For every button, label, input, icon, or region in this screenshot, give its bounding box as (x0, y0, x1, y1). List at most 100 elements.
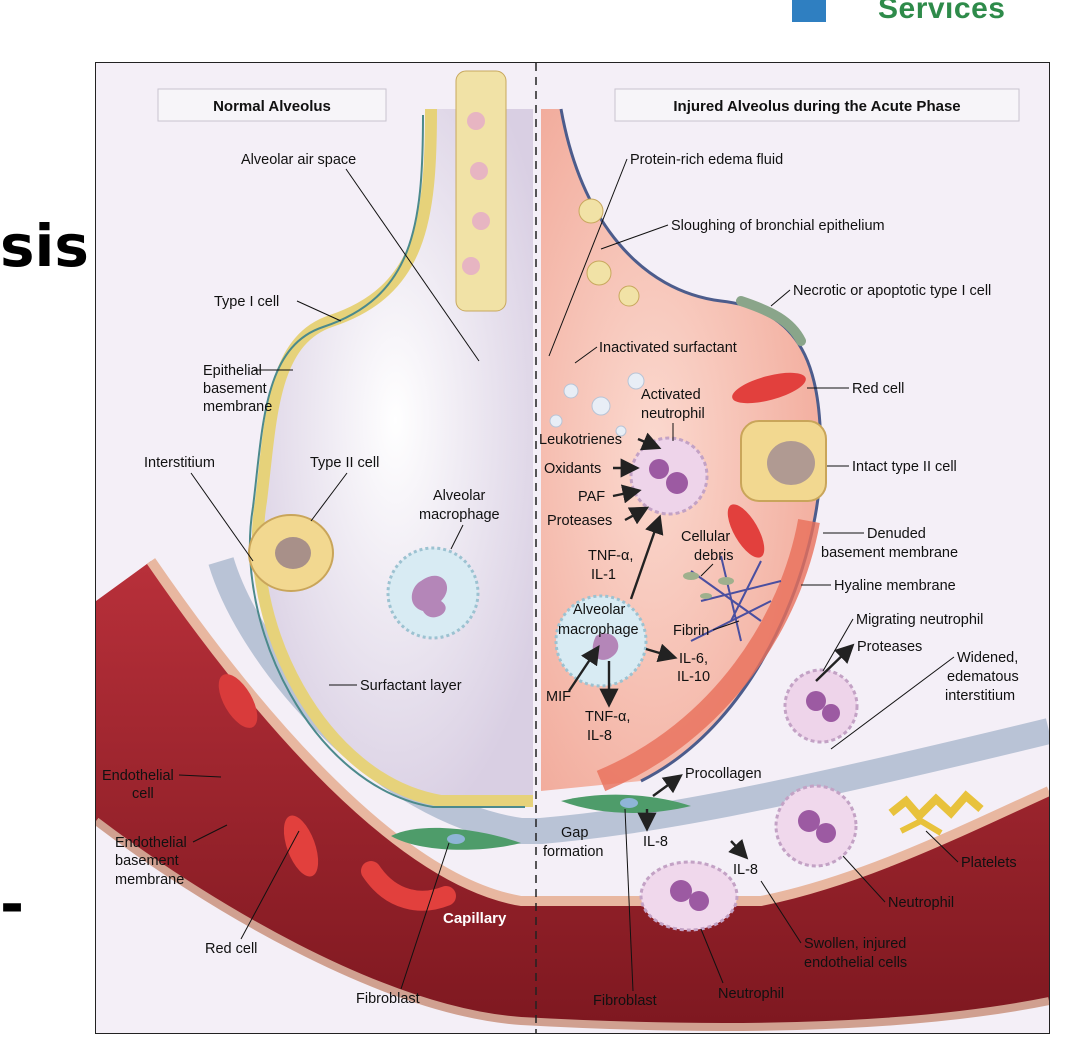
alveolus-diagram: Normal Alveolus Injured Alveolus during … (96, 63, 1049, 1033)
arrow-leukotrienes (637, 432, 662, 451)
red-cell-right (732, 372, 806, 404)
neutrophil-nucleus-lobe (670, 880, 692, 902)
label-alveolar-air-space: Alveolar air space (241, 152, 356, 168)
label-red-cell-left: Red cell (205, 941, 257, 957)
leader-line (624, 808, 634, 992)
label-activated-neutrophil-1: Activated (641, 387, 701, 403)
neutrophil-nucleus-lobe (798, 810, 820, 832)
leader-line (600, 224, 669, 250)
neutrophil-nucleus-lobe (816, 823, 836, 843)
bronchial-cell-nucleus (472, 212, 490, 230)
type1-epithelium (251, 108, 533, 807)
label-endothelial-cell-1: Endothelial (102, 768, 174, 784)
brand-logo-block (792, 0, 826, 22)
label-alv-macrophage-1: Alveolar (433, 488, 486, 504)
platelets (899, 817, 943, 836)
surfactant-bubble (563, 383, 579, 399)
label-neutrophil-1: Neutrophil (888, 895, 954, 911)
neutrophil-nucleus-lobe (649, 459, 669, 479)
label-platelets: Platelets (961, 855, 1017, 871)
red-cell (361, 861, 456, 911)
leader-line (400, 842, 450, 990)
label-tnf-il8-1: TNF-α, (585, 709, 630, 725)
leader-line (450, 524, 464, 550)
label-procollagen: Procollagen (685, 766, 762, 782)
label-endo-bm-1: Endothelial (115, 835, 187, 851)
red-cell-right (727, 504, 765, 558)
bronchial-cell-nucleus (467, 112, 485, 130)
leader-line (574, 346, 598, 364)
label-endothelial-cell-2: cell (132, 786, 154, 802)
arrow-il6 (645, 643, 678, 663)
arrow-tnf-il1 (629, 514, 664, 600)
cellular-debris (700, 593, 712, 599)
label-oxidants: Oxidants (544, 461, 601, 477)
platelets (888, 790, 984, 822)
leader-line (310, 472, 348, 522)
leader-line (830, 656, 955, 750)
capillary-label: Capillary (443, 910, 507, 927)
surfactant-bubble (549, 414, 563, 428)
arrow-proteases (624, 506, 650, 525)
label-epithelial-bm-3: membrane (203, 399, 272, 415)
slide-title-fragment: sis (0, 212, 89, 280)
header-left-box (157, 88, 387, 122)
capillary (96, 561, 1049, 1027)
leader-line (548, 158, 628, 357)
label-hyaline-membrane: Hyaline membrane (834, 578, 956, 594)
neutrophil-nucleus-lobe (806, 691, 826, 711)
label-swollen-2: endothelial cells (804, 955, 907, 971)
label-widened-2: edematous (947, 669, 1019, 685)
label-il6-1: IL-6, (679, 651, 708, 667)
label-inactivated-surfactant: Inactivated surfactant (599, 340, 737, 356)
label-surfactant-layer: Surfactant layer (360, 678, 462, 694)
label-cellular-debris-1: Cellular (681, 529, 730, 545)
label-alv-macrophage-2: macrophage (419, 507, 500, 523)
label-widened-3: interstitium (945, 688, 1015, 704)
slide-dash-fragment: - (0, 870, 25, 938)
label-alv-macrophage-r-2: macrophage (558, 622, 639, 638)
bronchial-epithelium-left (455, 70, 507, 312)
label-tnf-il1-2: IL-1 (591, 567, 616, 583)
neutrophil-nucleus-lobe (822, 704, 840, 722)
leader-line (700, 563, 714, 577)
label-il6-2: IL-10 (677, 669, 710, 685)
header-left: Normal Alveolus (213, 98, 331, 115)
label-cellular-debris-2: debris (694, 548, 734, 564)
necrotic-type1-cell (736, 296, 806, 346)
epithelial-bm-line (248, 114, 525, 808)
bronchial-cell-nucleus (470, 162, 488, 180)
label-swollen-1: Swollen, injured (804, 936, 906, 952)
label-widened-1: Widened, (957, 650, 1018, 666)
fibroblast-nucleus (620, 798, 638, 808)
leader-line (345, 168, 480, 362)
bronchial-cell-nucleus (462, 257, 480, 275)
arrow-proteases-2 (815, 643, 855, 682)
header-right-box (614, 88, 1020, 122)
cellular-debris (718, 577, 734, 585)
macrophage-nucleus (411, 575, 448, 618)
label-fibroblast-left: Fibroblast (356, 991, 420, 1007)
label-endo-bm-3: membrane (115, 872, 184, 888)
leader-line (770, 289, 791, 307)
label-type1-cell: Type I cell (214, 294, 279, 310)
label-denuded-bm-1: Denuded (867, 526, 926, 542)
leader-line (842, 855, 886, 903)
label-proteases-2: Proteases (857, 639, 922, 655)
red-cell (283, 815, 319, 877)
interstitium (208, 557, 1049, 844)
label-protein-edema: Protein-rich edema fluid (630, 152, 783, 168)
endothelium-upper (146, 558, 1049, 906)
surfactant-bubble (591, 396, 611, 416)
leader-line (240, 830, 300, 940)
label-alv-macrophage-r-1: Alveolar (573, 602, 626, 618)
alveolus-illustration: Normal Alveolus Injured Alveolus during … (95, 62, 1050, 1034)
label-epithelial-bm-1: Epithelial (203, 363, 262, 379)
label-proteases: Proteases (547, 513, 612, 529)
label-interstitium: Interstitium (144, 455, 215, 471)
label-red-cell-right: Red cell (852, 381, 904, 397)
fibroblast-nucleus (447, 834, 465, 844)
header-right: Injured Alveolus during the Acute Phase (673, 98, 960, 115)
leader-line (296, 300, 342, 322)
arrow-paf (612, 484, 642, 504)
